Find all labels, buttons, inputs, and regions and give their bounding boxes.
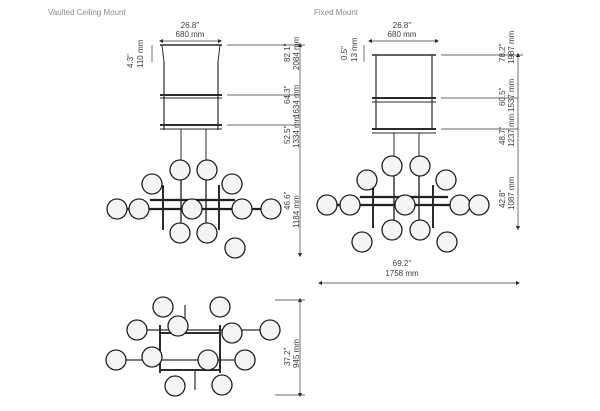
vaulted-topgap-mm: 110 mm [136, 39, 145, 68]
fixed-middle-in: 48.7" [498, 126, 507, 145]
vaulted-fixture-mm: 1184 mm [292, 195, 301, 228]
vaulted-upper-mm: 1634 mm [292, 84, 301, 118]
fixed-fixture-mm: 1087 mm [507, 176, 516, 210]
vaulted-middle-in: 52.5" [283, 125, 292, 144]
fixed-elevation: 26.8" 680 mm 0.5" 13 mm 7 [316, 21, 523, 286]
vaulted-upper-in: 64.3" [283, 85, 292, 104]
fixed-span-mm: 1758 mm [385, 269, 419, 278]
fixed-upper-in: 60.5" [498, 87, 507, 106]
fixed-total-mm: 1987 mm [507, 30, 516, 64]
fixed-middle-mm: 1237 mm [507, 113, 516, 147]
vaulted-fixture-in: 46.6" [283, 191, 292, 210]
fixed-total-in: 78.2" [498, 43, 507, 62]
top-view: 37.2" 945 mm [105, 296, 305, 398]
vaulted-total-mm: 2084 mm [292, 36, 301, 70]
vaulted-elevation: 26.8" 680 mm 4.3" 110 mm [106, 21, 305, 259]
top-depth-mm: 945 mm [292, 339, 301, 368]
fixed-topgap-mm: 13 mm [350, 37, 359, 62]
vaulted-width-mm: 680 mm [176, 30, 205, 39]
fixed-fixture-in: 42.8" [498, 189, 507, 208]
fixed-span-in: 69.2" [393, 259, 412, 268]
vaulted-middle-mm: 1334 mm [292, 114, 301, 148]
vaulted-title: Vaulted Ceiling Mount [48, 8, 126, 17]
fixed-title: Fixed Mount [314, 8, 359, 17]
fixed-width-mm: 680 mm [388, 30, 417, 39]
vaulted-total-in: 82.1" [283, 43, 292, 62]
top-depth-in: 37.2" [283, 347, 292, 366]
fixed-topgap-in: 0.5" [340, 46, 349, 60]
vaulted-topgap-in: 4.3" [126, 54, 135, 68]
fixed-width-in: 26.8" [393, 21, 412, 30]
vaulted-width-in: 26.8" [181, 21, 200, 30]
fixed-upper-mm: 1537 mm [507, 78, 516, 112]
